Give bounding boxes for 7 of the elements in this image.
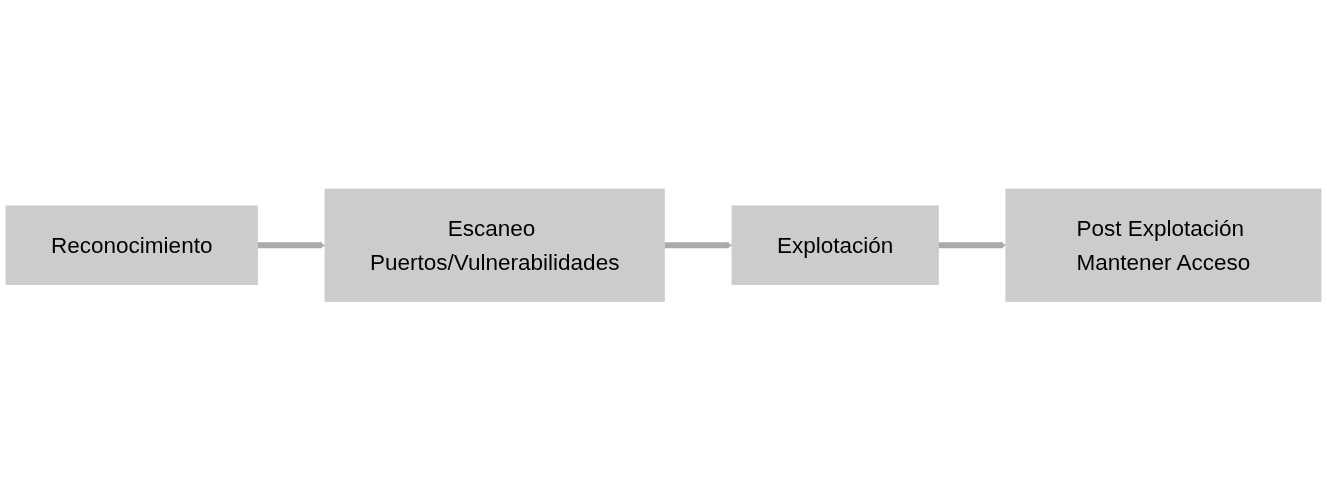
node-box: Explotación (731, 205, 939, 286)
arrow (257, 242, 326, 249)
arrow (664, 242, 733, 249)
node-box: Escaneo Puertos/Vulnerabilidades (324, 188, 665, 303)
node-box: Reconocimiento (5, 205, 258, 286)
node-box: Post Explotación Mantener Acceso (1005, 188, 1322, 303)
arrow (938, 242, 1007, 249)
